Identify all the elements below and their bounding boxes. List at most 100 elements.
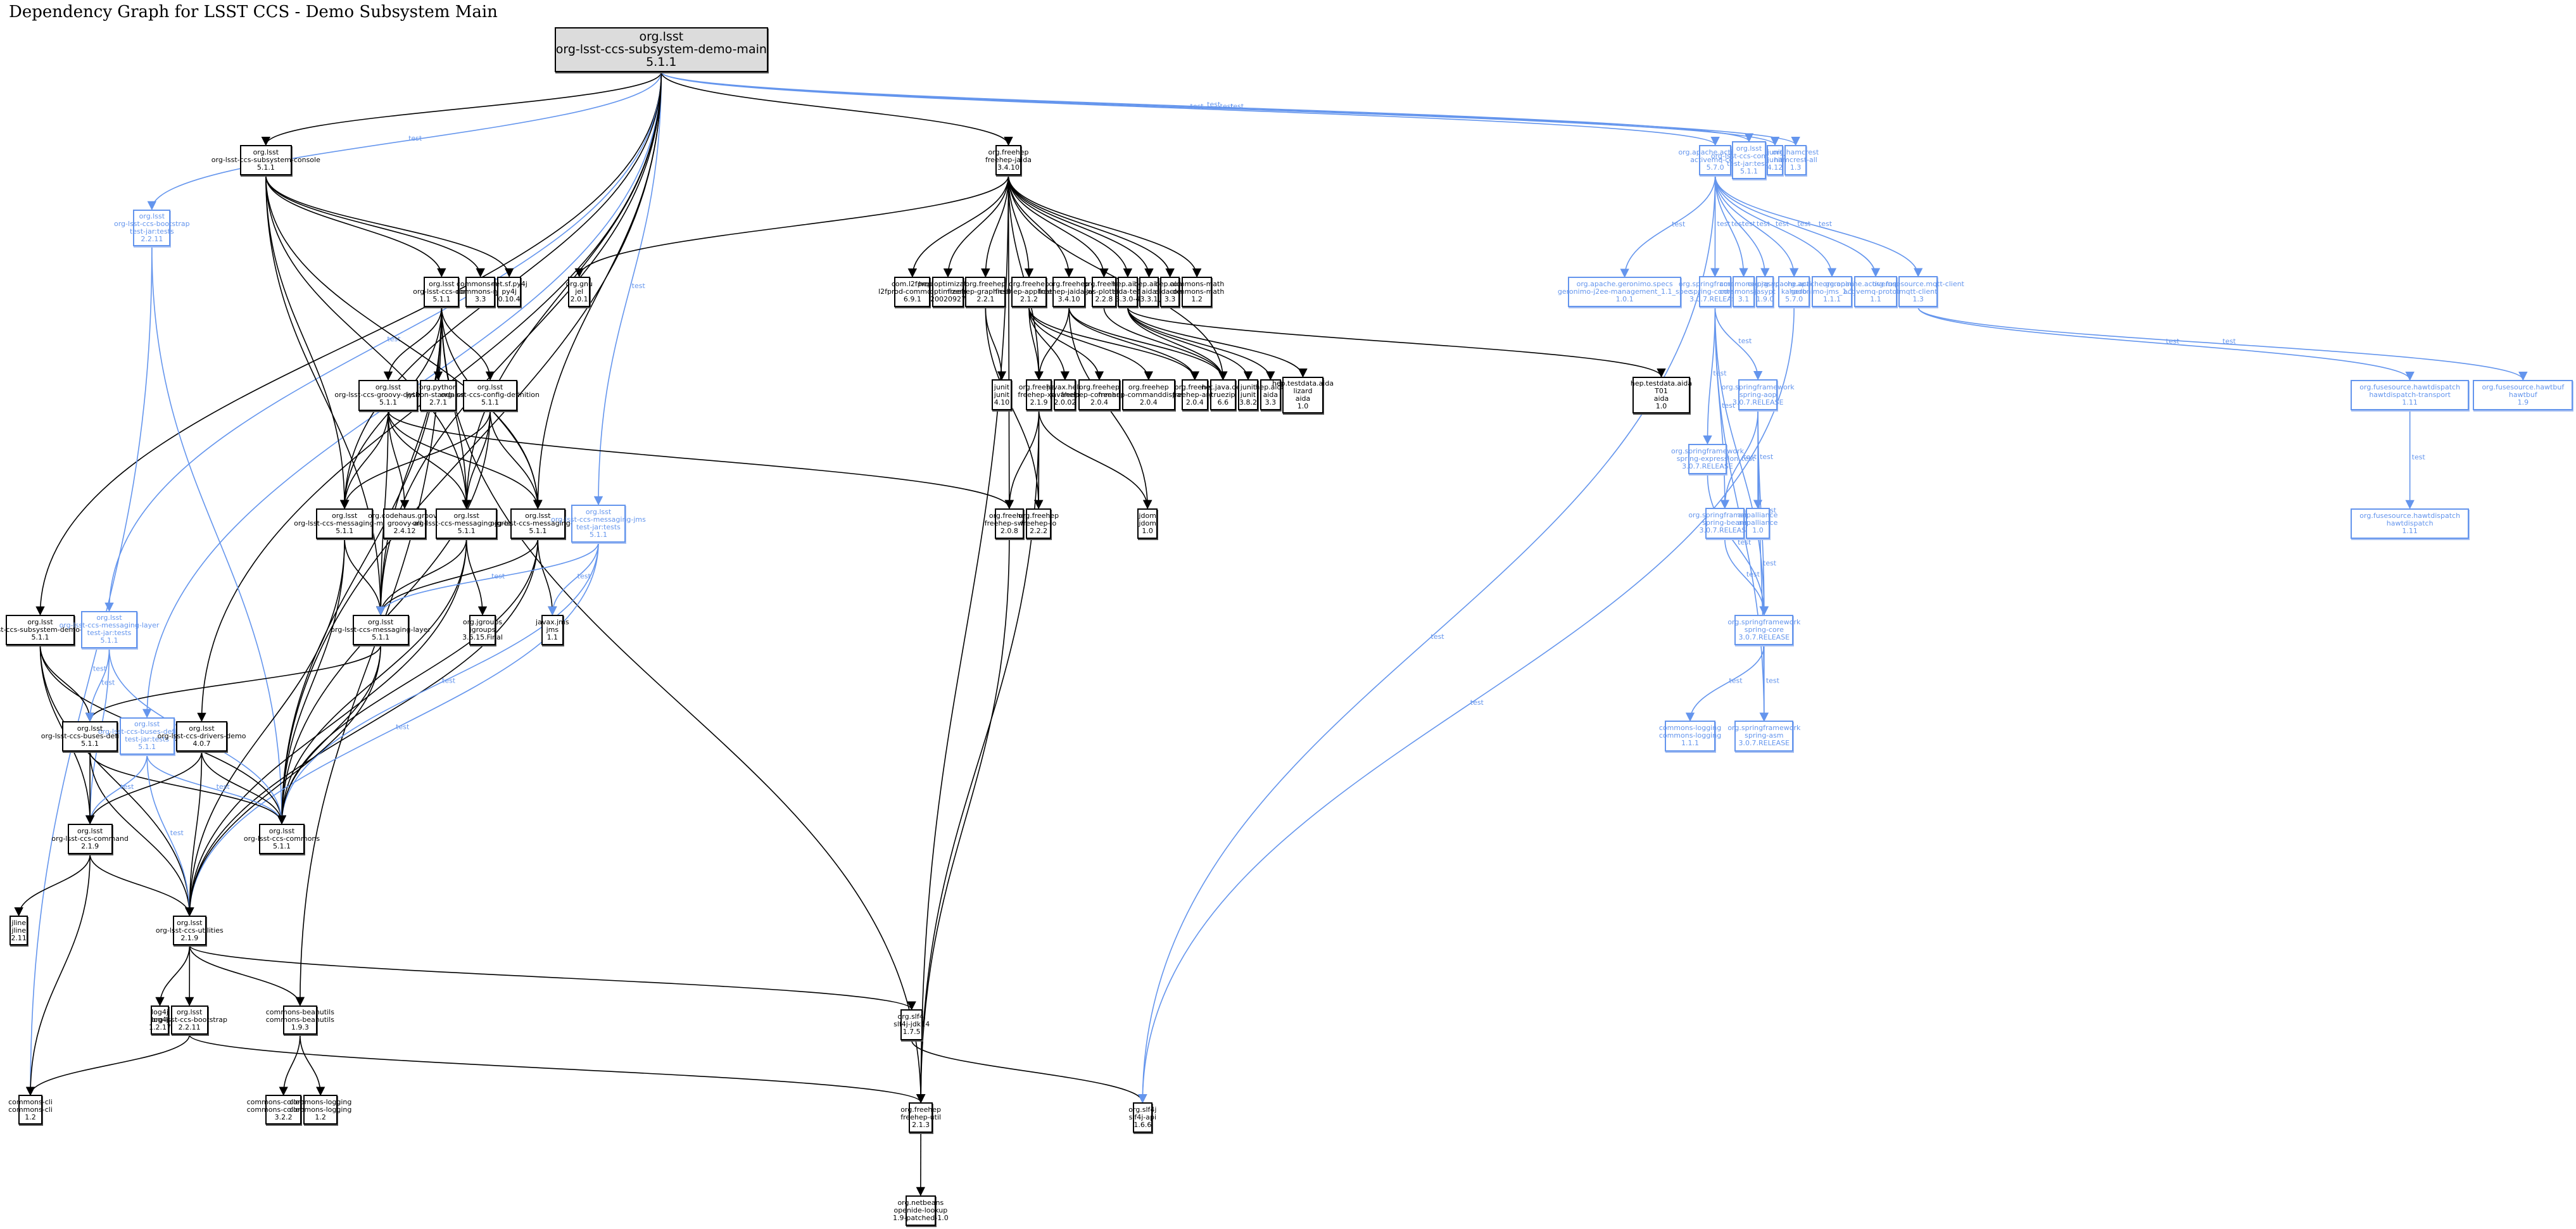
- node-artifact: junit: [994, 390, 1010, 399]
- node-artifact: org-lsst-ccs-utilities: [155, 926, 224, 935]
- dependency-edge: [660, 72, 1800, 146]
- dependency-edge: [1103, 307, 1228, 381]
- node-version: 6.9.1: [903, 295, 921, 304]
- edge-label-test: test: [578, 572, 591, 581]
- dependency-edge: [265, 175, 514, 278]
- dependency-edge: [39, 645, 194, 917]
- dependency-edge: [185, 542, 599, 917]
- node-artifact: freehep-commandline: [1061, 390, 1138, 399]
- node-version: 5.1.1: [372, 633, 390, 641]
- node-version: 2.0.8: [1000, 526, 1018, 535]
- node-group: junit: [1767, 148, 1783, 157]
- node-version: 3.2.2: [274, 1112, 293, 1121]
- node-version: 5.1.1: [457, 526, 476, 535]
- node-artifact: activemq-core: [1690, 156, 1741, 165]
- node-artifact: org-lsst-ccs-messaging-layer: [59, 621, 160, 630]
- dependency-node-demo-buses[interactable]: org.lsstorg-lsst-ccs-subsystem-demo-buse…: [0, 614, 103, 645]
- node-artifact: org-lsst-ccs-drivers-demo: [157, 731, 246, 740]
